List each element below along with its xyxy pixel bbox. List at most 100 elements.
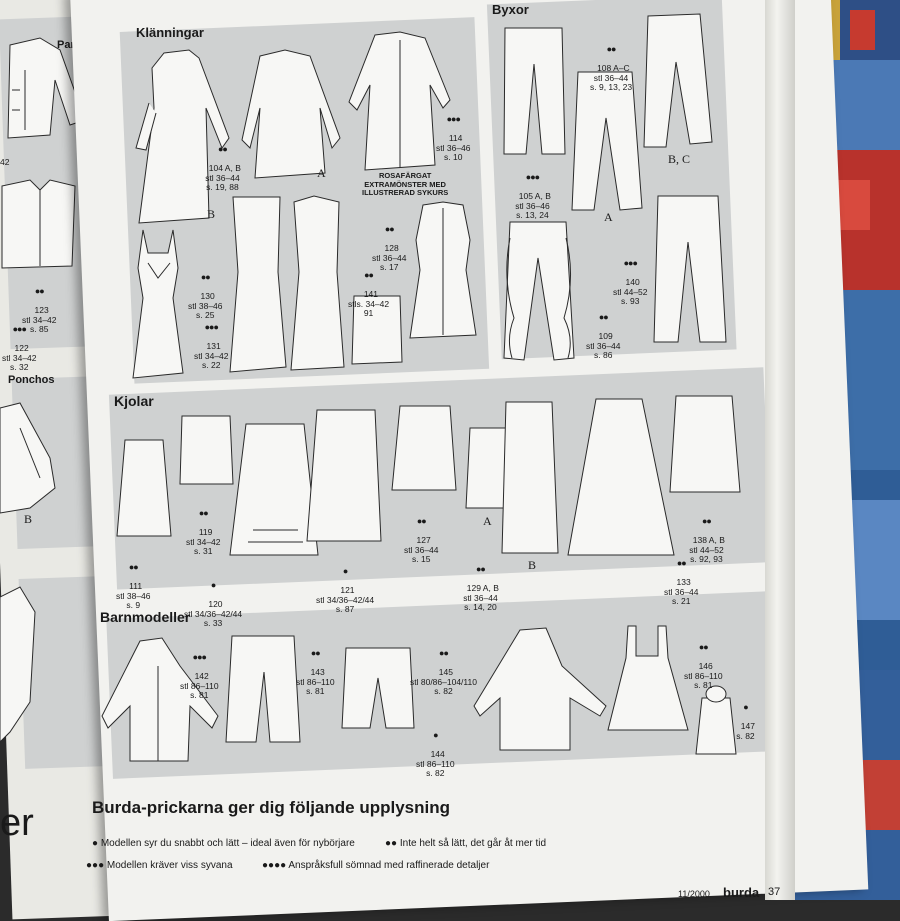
label-138-text: 138 A, B stl 44–52 s. 92, 93	[689, 535, 725, 564]
difficulty-dots: ●●	[384, 224, 395, 234]
section-title-byxor: Byxor	[492, 2, 529, 17]
label-108: ●● 108 A–C stl 36–44 s. 9, 13, 23	[590, 26, 632, 93]
difficulty-dots: ●●	[676, 558, 687, 568]
label-128-text: 128 stl 36–44 s. 17	[372, 243, 407, 272]
label-131-text: 131 stl 34–42 s. 22	[194, 341, 229, 370]
letter-b: B	[207, 207, 216, 221]
label-143-text: 143 stl 86–110 s. 81	[296, 667, 335, 696]
letter-a-kjolar: A	[483, 514, 492, 528]
label-133: ●● 133 stl 36–44 s. 21	[664, 540, 699, 607]
footer-brand: burda	[723, 885, 760, 900]
label-119-text: 119 stl 34–42 s. 31	[186, 527, 221, 556]
poncho-sketch	[0, 402, 56, 514]
difficulty-dots: ●●●	[623, 258, 638, 268]
label-104-text: 104 A, B stl 36–44 s. 19, 88	[205, 163, 241, 192]
dress-128-sketch	[409, 201, 477, 339]
difficulty-dots: ●	[433, 730, 438, 740]
skirt-138-sketch	[669, 395, 741, 493]
label-119: ●● 119 stl 34–42 s. 31	[186, 490, 221, 557]
trousers-108-sketch	[503, 27, 566, 155]
section-title-ponchos: Ponchos	[8, 374, 55, 386]
trousers-109-sketch	[503, 221, 575, 361]
left-letter-b: B	[24, 512, 33, 526]
label-143: ●● 143 stl 86–110 s. 81	[296, 630, 335, 697]
skirt-127-sketch	[391, 405, 457, 491]
dress-131-sketch	[229, 196, 287, 373]
label-129: ●● 129 A, B stl 36–44 s. 14, 20	[462, 546, 499, 613]
label-108-text: 108 A–C stl 36–44 s. 9, 13, 23	[590, 63, 633, 92]
legend-line2-b: ●●●● Anspråksfull sömnad med raffinerade…	[262, 860, 490, 871]
label-146: ●● 146 stl 86–110 s. 81	[684, 624, 723, 691]
difficulty-dots: ●●●	[204, 322, 219, 332]
left-label-123-text: 123 stl 34–42 s. 85	[22, 305, 57, 334]
hat-147-sketch	[695, 685, 737, 755]
vest-sketch	[1, 179, 76, 269]
label-146-text: 146 stl 86–110 s. 81	[684, 661, 723, 690]
skirt-133-sketch	[567, 398, 675, 556]
info-heading: Burda-prickarna ger dig följande upplysn…	[92, 798, 450, 817]
label-111: ●● 111 stl 38–46 s. 9	[116, 544, 151, 611]
label-109: ●● 109 stl 36–44 s. 86	[586, 294, 621, 361]
difficulty-dots: ●●●	[192, 652, 207, 662]
section-title-barnmodeller: Barnmodeller	[100, 609, 191, 625]
dress-104-sketch	[135, 49, 230, 224]
difficulty-dots: ●	[743, 702, 748, 712]
label-144: ● 144 stl 86–110 s. 82	[416, 712, 455, 779]
vest-long-sketch	[0, 586, 36, 743]
label-104: ●● 104 A, B stl 36–44 s. 19, 88	[204, 126, 241, 193]
dress-146-sketch	[607, 625, 689, 731]
legend-line1-a: ● Modellen syr du snabbt och lätt – idea…	[92, 838, 355, 849]
label-142-text: 142 stl 86–110 s. 81	[180, 671, 219, 700]
label-111-text: 111 stl 38–46 s. 9	[116, 581, 151, 610]
label-105-text: 105 A, B stl 36–46 s. 13, 24	[515, 191, 551, 220]
left-label-122-text: 122 stl 34–42 s. 32	[2, 343, 37, 372]
label-131: ●●● 131 stl 34–42 s. 22	[194, 304, 229, 371]
difficulty-dots: ●	[210, 580, 216, 590]
label-145: ●● 145 stl 80/86–104/110 s. 82	[410, 630, 477, 697]
difficulty-dots: ●●	[198, 508, 209, 518]
left-label-122: ●●● 122 stl 34–42 s. 32	[2, 306, 37, 373]
label-129-text: 129 A, B stl 36–44 s. 14, 20	[463, 583, 499, 612]
label-140-text: 140 stl 44–52 s. 93	[613, 277, 648, 306]
label-130: ●● 130 stl 38–46 s. 25	[188, 254, 223, 321]
label-145-text: 145 stl 80/86–104/110 s. 82	[410, 667, 477, 696]
difficulty-dots: ●●	[606, 44, 617, 54]
label-144-text: 144 stl 86–110 s. 82	[416, 749, 455, 778]
label-147: ● 147 s. 82	[736, 684, 755, 741]
section-title-klanningar: Klänningar	[136, 25, 204, 40]
letter-b-kjolar: B	[528, 558, 537, 572]
letter-a-byxor: A	[604, 210, 613, 224]
difficulty-dots: ●●	[310, 648, 321, 658]
label-120-text: 120 stl 34/36–42/44 s. 33	[184, 599, 243, 628]
left-label-123: ●● 123 stl 34–42 s. 85	[22, 268, 57, 335]
trousers-108c-sketch	[643, 13, 713, 148]
footer-issue: 11/2000	[678, 889, 710, 899]
label-105: ●●● 105 A, B stl 36–46 s. 13, 24	[514, 154, 551, 221]
difficulty-dots: ●	[342, 566, 348, 576]
page-edge	[765, 0, 795, 900]
trousers-140-sketch	[653, 195, 727, 343]
label-141-text: 141 stls. 34–42 91	[348, 289, 390, 318]
legend-line2-a: ●●● Modellen kräver viss syvana	[86, 860, 233, 871]
label-127: ●● 127 stl 36–44 s. 15	[404, 498, 439, 565]
label-114: ●●● 114 stl 36–46 s. 10	[436, 96, 471, 163]
label-120: ● 120 stl 34/36–42/44 s. 33	[184, 562, 242, 629]
left-big-text: er	[0, 802, 34, 844]
jacket-142-sketch	[101, 637, 219, 762]
letter-a: A	[317, 166, 326, 180]
label-142: ●●● 142 stl 86–110 s. 81	[180, 634, 219, 701]
difficulty-dots: ●●	[439, 648, 449, 658]
skirt-121-sketch	[306, 409, 382, 542]
difficulty-dots: ●●	[702, 516, 712, 526]
difficulty-dots: ●●	[698, 642, 709, 652]
label-141: ●● 141 stls. 34–42 91	[348, 252, 389, 319]
difficulty-dots: ●●	[364, 270, 374, 280]
left-label-42: 42	[0, 157, 10, 167]
label-121: ● 121 stl 34/36–42/44 s. 87	[316, 548, 374, 615]
extra-pattern-note: ROSAFÄRGAT EXTRAMÖNSTER MED ILLUSTRERAD …	[362, 171, 449, 197]
skirt-141-sketch	[351, 295, 403, 365]
difficulty-dots: ●●	[200, 272, 211, 282]
trousers-105-sketch	[571, 71, 643, 211]
jacket-145-sketch	[473, 627, 607, 751]
label-114-text: 114 stl 36–46 s. 10	[436, 133, 471, 162]
